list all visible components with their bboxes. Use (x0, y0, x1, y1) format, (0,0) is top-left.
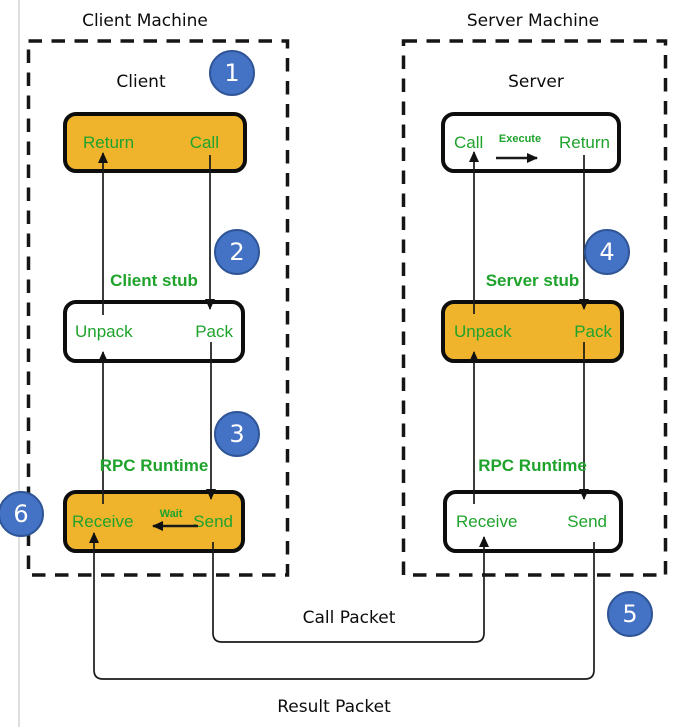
result-packet-path (89, 532, 595, 680)
client-box: Return Call (63, 112, 247, 173)
server-pack-label: Pack (574, 321, 612, 341)
server-send-label: Send (567, 511, 607, 531)
server-receive-label: Receive (456, 511, 518, 531)
page-edge-line (18, 0, 20, 727)
server-stub-label: Server stub (485, 271, 580, 290)
client-call-label: Call (189, 132, 219, 152)
client-unpack-label: Unpack (75, 321, 133, 341)
client-runtime-box: Receive Send (63, 490, 245, 553)
server-return-label: Return (558, 132, 610, 152)
server-stub-box: Unpack Pack (441, 300, 624, 363)
server-label: Server (508, 72, 564, 92)
wait-label: Wait (159, 508, 183, 520)
execute-label: Execute (498, 133, 542, 145)
server-runtime-label: RPC Runtime (478, 456, 587, 475)
step-badge-4: 4 (584, 229, 630, 275)
client-pack-label: Pack (195, 321, 233, 341)
client-stub-box: Unpack Pack (63, 300, 245, 363)
client-runtime-label: RPC Runtime (99, 456, 209, 475)
client-machine-title: Client Machine (82, 11, 208, 31)
server-unpack-label: Unpack (454, 321, 512, 341)
client-label: Client (116, 72, 166, 92)
server-machine-title: Server Machine (466, 11, 600, 31)
client-stub-label: Client stub (110, 271, 198, 290)
call-packet-label: Call Packet (302, 608, 396, 628)
step-badge-2: 2 (214, 229, 260, 275)
step-badge-1: 1 (209, 50, 255, 96)
server-call-label: Call (454, 132, 484, 152)
client-return-label: Return (83, 132, 135, 152)
step-badge-3: 3 (214, 411, 260, 457)
server-runtime-box: Receive Send (443, 490, 623, 553)
client-receive-label: Receive (72, 511, 134, 531)
step-badge-5: 5 (607, 591, 653, 637)
client-send-label: Send (193, 511, 233, 531)
step-badge-6: 6 (0, 491, 44, 537)
result-packet-label: Result Packet (277, 697, 391, 717)
